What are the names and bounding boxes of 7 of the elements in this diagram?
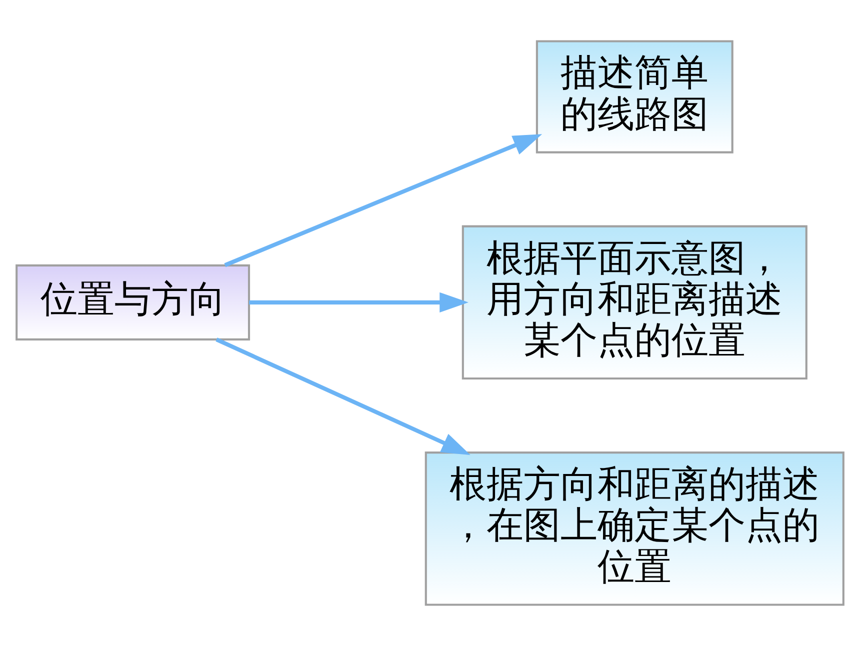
- node-box: 位置与方向: [16, 264, 250, 340]
- node-box: 根据平面示意图，用方向和距离描述某个点的位置: [462, 224, 808, 380]
- arrow: [224, 134, 542, 267]
- node-box: 描述简单的线路图: [536, 40, 734, 153]
- node-box: 根据方向和距离的描述，在图上确定某个点的位置: [424, 451, 844, 606]
- arrow: [216, 337, 470, 454]
- arrow: [249, 292, 468, 312]
